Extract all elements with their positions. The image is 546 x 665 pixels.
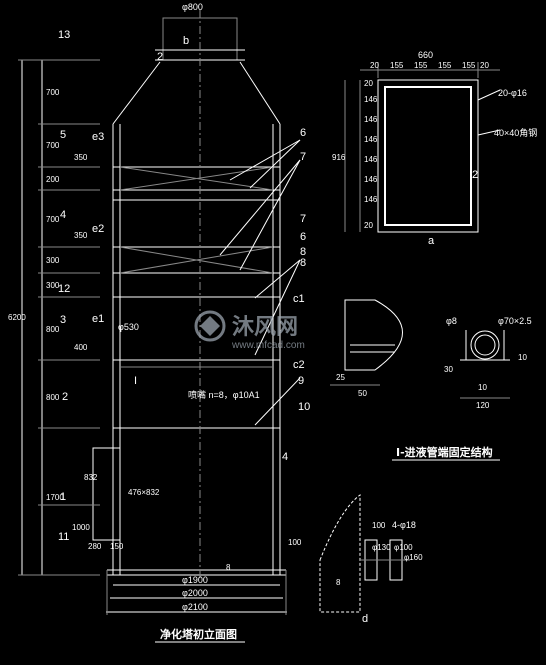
watermark-text: 沐风网 [232,315,298,340]
dim-800-b: 800 [46,393,60,402]
detail-d-inner: 8 [336,578,341,587]
detail-d-dim-100: 100 [372,521,386,530]
callout-5: 5 [60,129,66,141]
callout-10: 10 [298,401,310,413]
top-outlet-dim: φ800 [182,2,203,12]
access-door: 476×832 [128,488,160,497]
detail-d-holes: 4-φ18 [392,520,416,530]
detail-a-seg-2: 155 [390,61,404,70]
callout-12: 12 [58,283,70,295]
detail-a-seg-4: 155 [438,61,452,70]
callout-8a: 8 [300,246,306,258]
watermark-logo [194,310,226,342]
watermark-url: www.mfcad.com [231,340,305,351]
detail-i-dim-30: 30 [444,365,453,374]
pipe-dia: φ530 [118,322,139,332]
detail-d-label: d [362,613,368,625]
detail-i-dim-10a: 10 [518,353,527,362]
callout-2-top: 2 [157,51,163,63]
nozzle-note: 喷嘴 n=8，φ10A1 [188,390,260,400]
inner-400: 400 [74,343,88,352]
dim-700-b: 700 [46,141,60,150]
bottom-dim-2000: φ2000 [182,588,208,598]
dim-700-a: 700 [46,88,60,97]
label-i: I [134,375,137,387]
main-caption: 净化塔初立面图 [160,627,237,641]
misc-dim-280: 280 [88,542,102,551]
dim-700-c: 700 [46,215,60,224]
detail-a-seg-1: 20 [370,61,379,70]
label-e2: e2 [92,223,104,235]
callout-7b: 7 [300,213,306,225]
dim-1000: 1000 [72,523,90,532]
detail-a-top-total: 660 [418,50,433,60]
detail-d-dim-160: φ160 [404,553,423,562]
callout-6a: 6 [300,127,306,139]
detail-a-callout: 2 [472,169,478,181]
detail-a-left-total: 916 [332,153,346,162]
detail-a-rebar: 20-φ16 [498,88,527,98]
callout-4: 4 [60,209,66,221]
detail-a-l7: 146 [364,195,378,204]
nozzle-dim-25: 25 [336,373,345,382]
bottom-dim-2100: φ2100 [182,602,208,612]
detail-i-dim-120: 120 [476,401,490,410]
callout-9: 9 [298,375,304,387]
label-e3: e3 [92,131,104,143]
detail-a-l6: 146 [364,175,378,184]
label-4: 4 [282,451,288,463]
callout-3: 3 [60,314,66,326]
callout-7a: 7 [300,151,306,163]
detail-a-l5: 146 [364,155,378,164]
dim-200: 200 [46,175,60,184]
misc-dim-8: 8 [226,563,231,572]
detail-a-label: a [428,235,435,247]
label-e1: e1 [92,313,104,325]
tower-outline [18,10,510,615]
inner-350-a: 350 [74,153,88,162]
dim-800-a: 800 [46,325,60,334]
misc-dim-150: 150 [110,542,124,551]
detail-i-title: I-进液管端固定结构 [396,445,493,459]
detail-a-l8: 20 [364,221,373,230]
dim-300-a: 300 [46,256,60,265]
dim-300-b: 300 [46,281,60,290]
callout-2-mid: 2 [62,391,68,403]
total-height: 6200 [8,313,26,322]
detail-a-angle: 40×40角钢 [494,127,537,138]
callout-11: 11 [58,531,69,543]
label-c1: c1 [293,293,305,305]
door-height: 832 [84,473,98,482]
detail-d-dim-130: φ130 [372,543,391,552]
label-b: b [183,35,189,47]
callout-8b: 8 [300,257,306,269]
label-c2: c2 [293,359,305,371]
detail-a-seg-5: 155 [462,61,476,70]
detail-i-rod: φ8 [446,316,457,326]
detail-i-clamp: φ70×2.5 [498,316,532,326]
detail-a-seg-3: 155 [414,61,428,70]
detail-a-l1: 20 [364,79,373,88]
detail-a-l3: 146 [364,115,378,124]
callout-6b: 6 [300,231,306,243]
detail-a-l4: 146 [364,135,378,144]
detail-a-l2: 146 [364,95,378,104]
bottom-dim-1900: φ1900 [182,575,208,585]
detail-d-dim-100b: φ100 [394,543,413,552]
callout-13: 13 [58,29,70,41]
detail-a-seg-6: 20 [480,61,489,70]
inner-350-b: 350 [74,231,88,240]
detail-i-dim-10b: 10 [478,383,487,392]
misc-dim-100: 100 [288,538,302,547]
nozzle-dim-50: 50 [358,389,367,398]
callout-1: 1 [60,491,66,503]
dim-1700: 1700 [46,493,64,502]
